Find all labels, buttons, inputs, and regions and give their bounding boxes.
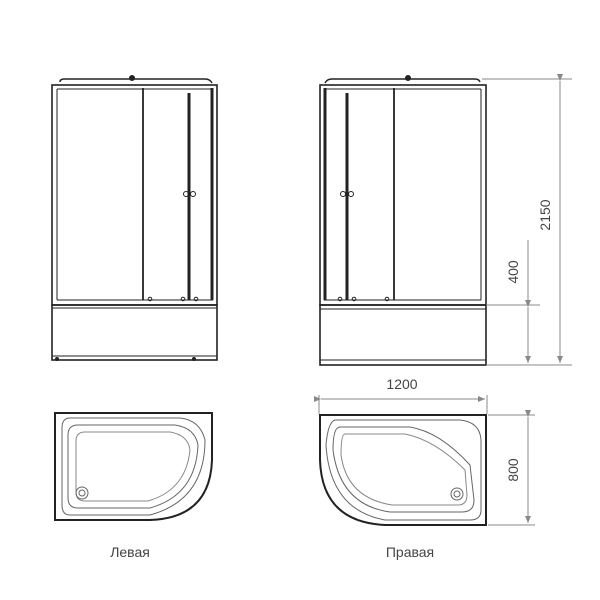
height-total-label: 2150: [537, 199, 553, 230]
tray-height-label: 400: [505, 260, 521, 284]
left-cabin-front-view: [51, 75, 218, 361]
right-tray-top-view: [319, 414, 487, 526]
tray-dimensions: [314, 395, 535, 526]
right-cabin-front-view: [319, 75, 487, 366]
left-variant-label: Левая: [110, 544, 150, 560]
right-variant-label: Правая: [386, 544, 434, 560]
depth-label: 800: [505, 458, 521, 482]
left-tray-top-view: [54, 412, 213, 521]
width-label: 1200: [386, 376, 417, 392]
height-dimensions: [482, 74, 572, 366]
